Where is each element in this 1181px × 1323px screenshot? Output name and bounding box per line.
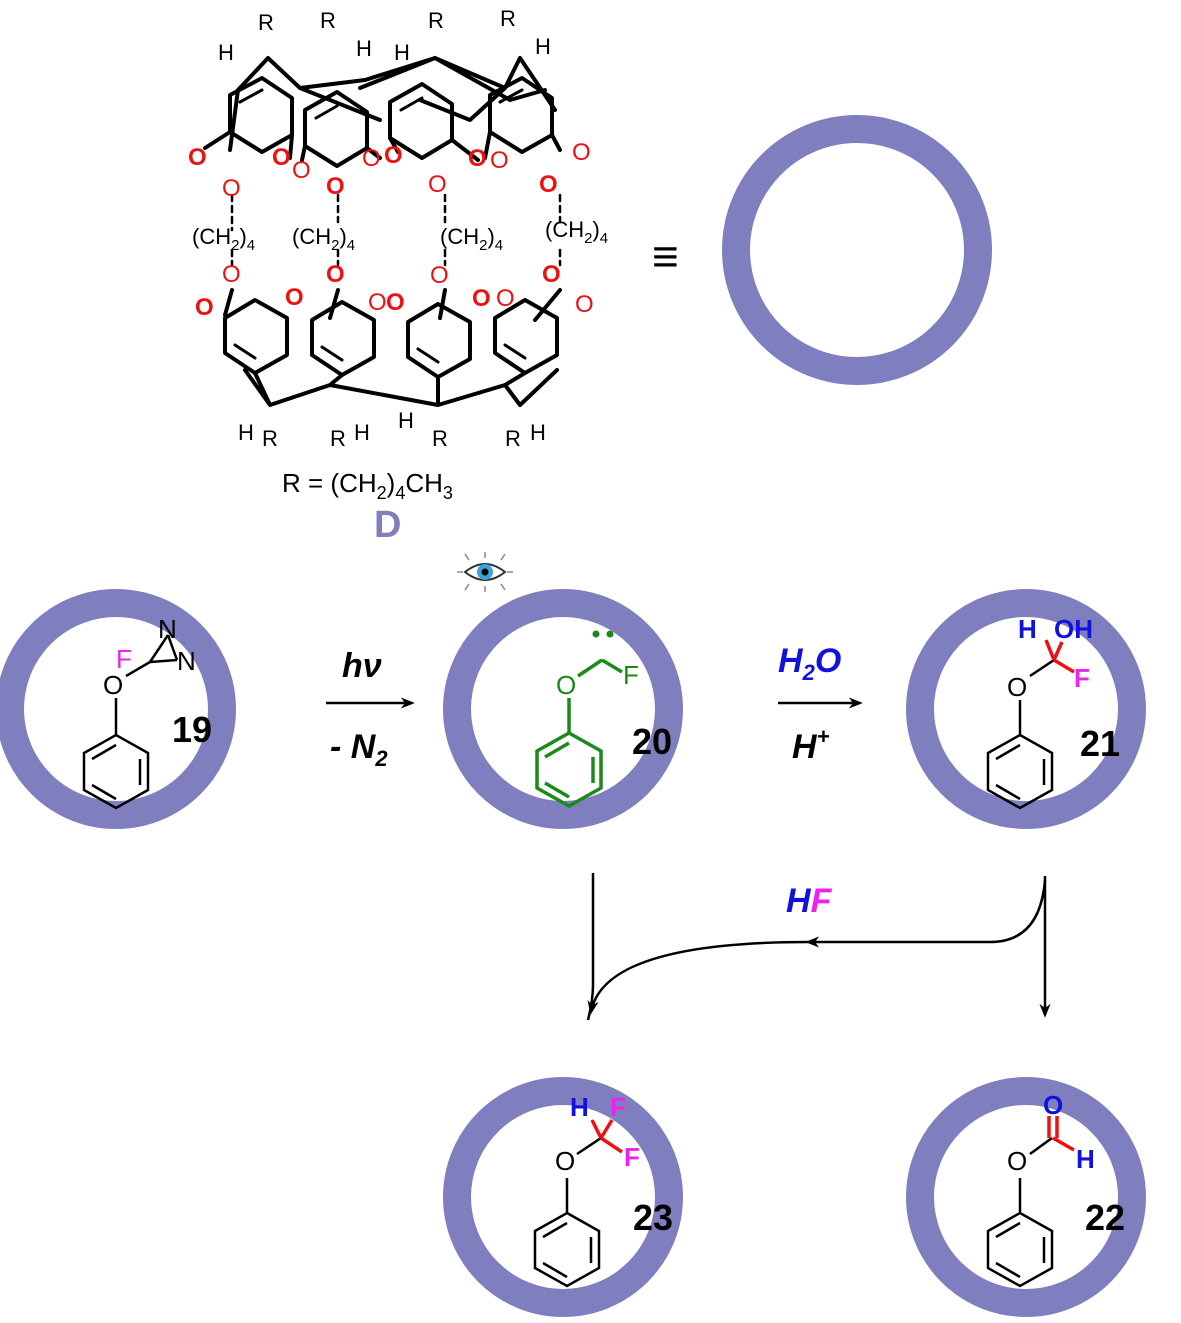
compound-20: O F 20 — [535, 630, 672, 809]
atom-n: N — [177, 646, 196, 676]
atom-o: O — [556, 670, 576, 700]
oxygen-atom: O — [572, 139, 591, 166]
arrow-20-to-23 — [586, 873, 595, 1021]
r-group-definition: R = (CH2)4CH3 — [282, 468, 453, 503]
oxygen-atom: O — [386, 289, 405, 316]
atom-f: F — [116, 644, 132, 674]
oxygen-atom: O — [468, 145, 487, 172]
cavitand-bottom-h-2: H — [354, 420, 370, 445]
cavitand-bottom-r-4: R — [505, 426, 521, 451]
atom-o: O — [103, 670, 123, 700]
atom-f: F — [624, 1142, 640, 1172]
atom-o: O — [555, 1146, 575, 1176]
atom-o: O — [1043, 1090, 1063, 1120]
cavitand-bottom-r-1: R — [262, 426, 278, 451]
cavitand-top-r-3: R — [428, 8, 444, 33]
atom-n: N — [158, 614, 177, 644]
linker-3: (CH2)4 — [440, 224, 503, 254]
oxygen-atom: O — [384, 142, 403, 169]
atom-o: O — [1007, 1146, 1027, 1176]
atom-f: F — [623, 660, 639, 690]
eye-icon — [457, 552, 513, 592]
cavitand-top-h-2: H — [356, 36, 372, 61]
oxygen-atom: O — [368, 289, 387, 316]
cavitand-top-h-1: H — [218, 40, 234, 65]
cavitand-label: D — [374, 504, 401, 546]
atom-oh: OH — [1054, 614, 1093, 644]
reagent-acid: H+ — [792, 724, 830, 766]
compound-22: O O H 22 — [986, 1090, 1125, 1288]
host-ring-22 — [906, 1077, 1146, 1317]
cavitand-bottom-h-3: H — [398, 408, 414, 433]
cavitand-bottom-r-2: R — [330, 426, 346, 451]
oxygen-atom: O — [496, 285, 515, 312]
oxygen-atom: O — [195, 294, 214, 321]
host-ring-23 — [443, 1077, 683, 1317]
cavitand-labels: H R R H H R R H H R R H H R R H O O O O … — [188, 6, 679, 546]
oxygen-atom: O — [428, 171, 447, 198]
oxygen-atom: O — [362, 145, 381, 172]
cavitand-bottom-r-3: R — [432, 426, 448, 451]
reagent-light: hν — [342, 647, 382, 685]
cavitand-top-h-4: H — [535, 34, 551, 59]
compound-19: F N N O 19 — [82, 614, 212, 810]
atom-f: F — [1074, 663, 1090, 693]
host-ring-20 — [443, 589, 683, 829]
cavitand-top-h-3: H — [394, 40, 410, 65]
reagent-hf: HF — [786, 882, 833, 920]
oxygen-atom: O — [272, 144, 291, 171]
host-ring-19 — [0, 589, 236, 829]
host-ring-21 — [906, 589, 1146, 829]
atom-h: H — [1076, 1144, 1095, 1174]
atom-o: O — [1007, 672, 1027, 702]
compound-number-21: 21 — [1080, 723, 1120, 764]
atom-h: H — [1018, 614, 1037, 644]
oxygen-atom: O — [430, 262, 449, 289]
equivalence-symbol: ≡ — [652, 230, 679, 282]
linker-1: (CH2)4 — [192, 224, 255, 254]
compound-number-23: 23 — [633, 1197, 673, 1238]
oxygen-atom: O — [490, 147, 509, 174]
oxygen-atom: O — [575, 291, 594, 318]
compound-number-19: 19 — [172, 709, 212, 750]
compound-number-20: 20 — [632, 721, 672, 762]
oxygen-atom: O — [222, 261, 241, 288]
compound-number-22: 22 — [1085, 1197, 1125, 1238]
atom-h: H — [570, 1092, 589, 1122]
oxygen-atom: O — [292, 157, 311, 184]
cavitand-top-r-2: R — [320, 8, 336, 33]
cavitand-top-r-1: R — [258, 10, 274, 35]
cavitand-top-r-4: R — [500, 6, 516, 31]
cavitand-bottom-h-1: H — [238, 420, 254, 445]
oxygen-atom: O — [542, 261, 561, 288]
cavitand-structure — [203, 56, 562, 407]
linker-2: (CH2)4 — [292, 224, 355, 254]
compound-21: H OH O F 21 — [986, 614, 1120, 810]
reagent-water: H2O — [778, 642, 841, 685]
oxygen-atom: O — [326, 261, 345, 288]
oxygen-atom: O — [326, 173, 345, 200]
reaction-arrows — [326, 697, 1051, 1021]
cavitand-bottom-h-4: H — [530, 420, 546, 445]
oxygen-atom: O — [188, 144, 207, 171]
host-rings — [0, 115, 1146, 1317]
arrow-hf-to-23 — [587, 940, 809, 1015]
compound-23: H F O F 23 — [533, 1092, 673, 1288]
oxygen-atom: O — [222, 175, 241, 202]
arrow-hf-branch — [805, 879, 1047, 948]
oxygen-atom: O — [472, 285, 491, 312]
oxygen-atom: O — [539, 171, 558, 198]
linker-4: (CH2)4 — [545, 217, 608, 247]
host-ring-legend — [722, 115, 992, 385]
atom-f: F — [610, 1092, 626, 1122]
reagent-minus-n2: - N2 — [330, 728, 388, 771]
oxygen-atom: O — [285, 284, 304, 311]
